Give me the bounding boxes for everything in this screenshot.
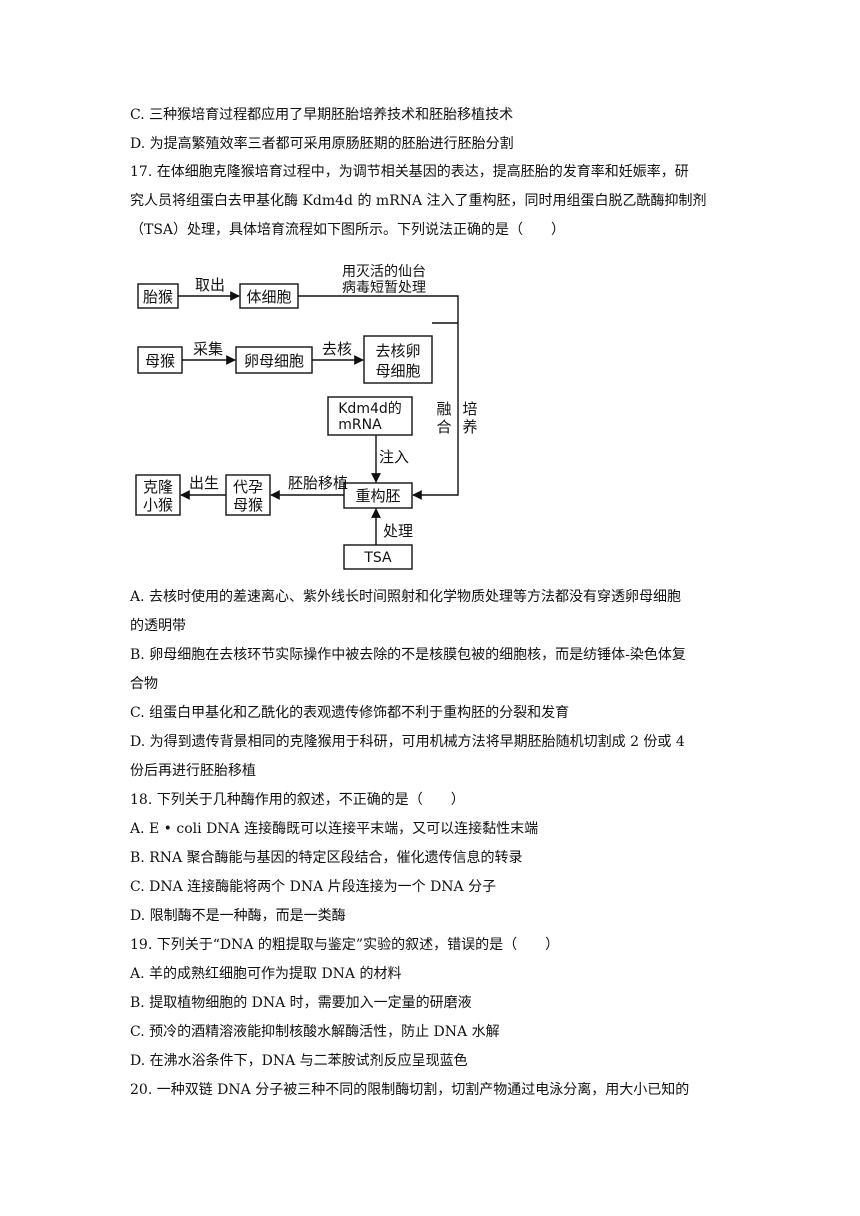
text-line: 20. 一种双链 DNA 分子被三种不同的限制酶切割，切割产物通过电泳分离，用大…: [130, 1082, 690, 1098]
take-out-label: 取出: [195, 276, 225, 294]
text-line: 19. 下列关于“DNA 的粗提取与鉴定”实验的叙述，错误的是（ ）: [130, 937, 560, 953]
somatic-cell-label: 体细胞: [246, 288, 291, 306]
tsa-label: TSA: [363, 550, 392, 566]
surrogate-label-1: 代孕: [233, 478, 263, 496]
text-line: B. RNA 聚合酶能与基因的特定区段结合，催化遗传信息的转录: [130, 850, 523, 866]
enucleate-label: 去核: [322, 340, 352, 358]
text-line: C. DNA 连接酶能将两个 DNA 片段连接为一个 DNA 分子: [130, 879, 497, 895]
text-line: D. 在沸水浴条件下，DNA 与二苯胺试剂反应呈现蓝色: [130, 1053, 468, 1069]
surrogate-label-2: 母猴: [233, 496, 263, 514]
text-line: 18. 下列关于几种酶作用的叙述，不正确的是（ ）: [130, 792, 465, 808]
enucleated-oocyte-label-1: 去核卵: [375, 342, 420, 360]
text-line: C. 组蛋白甲基化和乙酰化的表观遗传修饰都不利于重构胚的分裂和发育: [130, 705, 570, 721]
text-line: B. 卵母细胞在去核环节实际操作中被去除的不是核膜包被的细胞核，而是纺锤体-染色…: [130, 647, 686, 663]
treat-label: 处理: [383, 522, 413, 540]
fuse-label-2: 合: [436, 418, 451, 436]
text-line: 17. 在体细胞克隆猴培育过程中，为调节相关基因的表达，提高胚胎的发育率和妊娠率…: [130, 164, 689, 180]
text-line: D. 为提高繁殖效率三者都可采用原肠胚期的胚胎进行胚胎分割: [130, 136, 514, 152]
text-line: A. 去核时使用的差速离心、紫外线长时间照射和化学物质处理等方法都没有穿透卵母细…: [130, 589, 682, 605]
fetal-monkey-label: 胎猴: [143, 288, 173, 306]
cloning-flow-diagram: 胎猴 取出 体细胞 用灭活的仙台 病毒短暂处理 母猴 采集 卵母细胞 去核 去核…: [135, 264, 478, 570]
text-line: 合物: [130, 676, 158, 692]
text-line: A. E • coli DNA 连接酶既可以连接平末端，又可以连接黏性末端: [130, 821, 539, 837]
text-line: D. 为得到遗传背景相同的克隆猴用于科研，可用机械方法将早期胚胎随机切割成 2 …: [130, 734, 685, 750]
text-line: B. 提取植物细胞的 DNA 时，需要加入一定量的研磨液: [130, 995, 472, 1011]
text-line: 份后再进行胚胎移植: [130, 763, 256, 779]
text-line: 的透明带: [130, 618, 186, 634]
culture-label-1: 培: [462, 400, 477, 418]
kdm-label-2: mRNA: [338, 417, 382, 433]
clone-box: [135, 474, 181, 516]
reconstructed-label: 重构胚: [355, 487, 400, 505]
mother-monkey-label: 母猴: [145, 352, 175, 370]
culture-label-2: 养: [462, 418, 477, 436]
clone-label-2: 小猴: [143, 496, 173, 514]
enucleated-oocyte-label-2: 母细胞: [375, 362, 420, 380]
birth-label: 出生: [189, 474, 219, 492]
virus-label-2: 病毒短暂处理: [342, 280, 426, 296]
collect-label: 采集: [193, 340, 223, 358]
text-line: D. 限制酶不是一种酶，而是一类酶: [130, 908, 346, 924]
line-somatic-to-fusion: [298, 295, 459, 323]
kdm-label-1: Kdm4d的: [338, 401, 402, 417]
text-line: C. 三种猴培育过程都应用了早期胚胎培养技术和胚胎移植技术: [130, 107, 514, 123]
tsa-box: [343, 544, 413, 570]
text-line: A. 羊的成熟红细胞可作为提取 DNA 的材料: [130, 966, 402, 982]
oocyte-label: 卵母细胞: [244, 352, 304, 370]
text-line: 究人员将组蛋白去甲基化酶 Kdm4d 的 mRNA 注入了重构胚，同时用组蛋白脱…: [130, 193, 707, 209]
enucleated-oocyte-box: [363, 335, 433, 384]
virus-label-1: 用灭活的仙台: [342, 264, 426, 280]
text-line: （TSA）处理，具体培育流程如下图所示。下列说法正确的是（ ）: [130, 222, 566, 238]
text-line: C. 预冷的酒精溶液能抑制核酸水解酶活性，防止 DNA 水解: [130, 1024, 500, 1040]
kdm-box: [327, 396, 413, 436]
clone-label-1: 克隆: [143, 478, 173, 496]
fuse-label-1: 融: [436, 400, 451, 418]
inject-label: 注入: [379, 448, 409, 466]
transfer-label: 胚胎移植: [288, 474, 348, 492]
arrow-fusion-to-reconstructed: [412, 323, 459, 500]
